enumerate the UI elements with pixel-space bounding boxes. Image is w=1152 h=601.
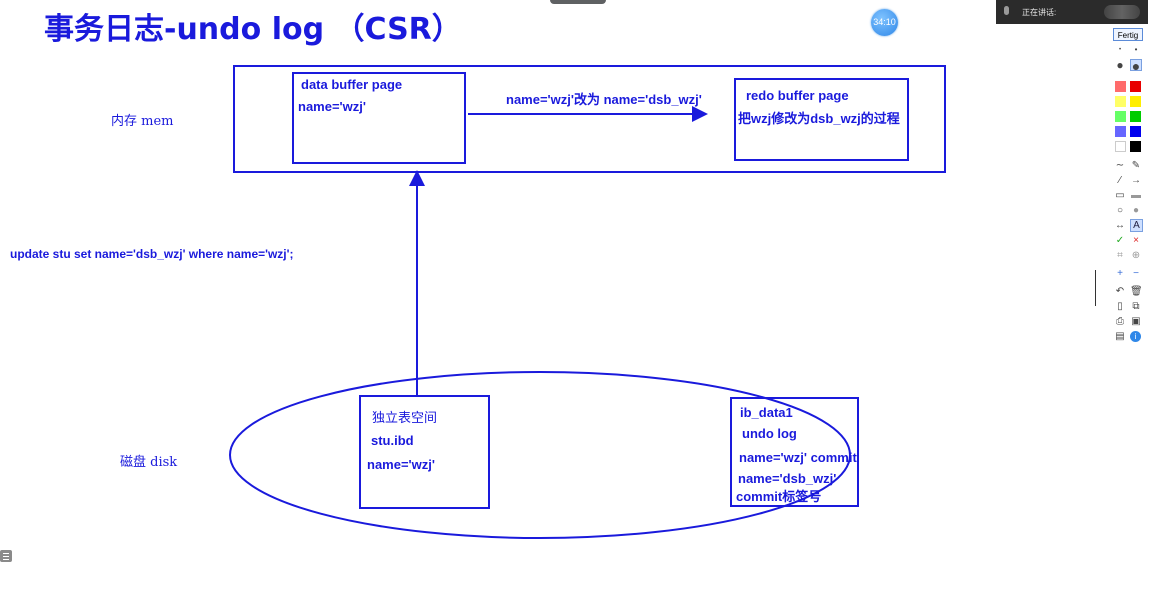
color-light-red[interactable] [1115, 81, 1126, 92]
checkmark-icon[interactable]: ✓ [1115, 235, 1125, 246]
pen-size-small-icon[interactable]: • [1118, 47, 1122, 53]
filled-ellipse-icon[interactable]: ● [1132, 205, 1140, 216]
ibdata-line2: name='dsb_wzj' [738, 471, 837, 486]
zoom-icon[interactable]: ⊕ [1131, 250, 1141, 261]
line-icon[interactable]: ⁄ [1119, 175, 1121, 186]
ibd-file-box [359, 395, 490, 509]
color-yellow[interactable] [1130, 96, 1141, 107]
ibdata-line1: name='wzj' commit [739, 450, 857, 465]
change-arrow-label: name='wzj'改为 name='dsb_wzj' [506, 92, 702, 107]
color-light-green[interactable] [1115, 111, 1126, 122]
double-arrow-icon[interactable]: ↔ [1115, 220, 1125, 231]
memory-box [233, 65, 946, 173]
data-buffer-page-box [292, 72, 466, 164]
redo-buffer-desc: 把wzj修改为dsb_wzj的过程 [738, 111, 900, 126]
minus-icon[interactable]: − [1133, 268, 1139, 279]
ibdata-box [730, 397, 859, 507]
rectangle-icon[interactable]: ▭ [1115, 190, 1125, 201]
disk-label: 磁盘 disk [120, 455, 178, 470]
trash-icon[interactable]: 🗑 [1130, 286, 1143, 297]
redo-buffer-title: redo buffer page [746, 88, 849, 103]
arrow-icon[interactable]: → [1131, 175, 1141, 186]
plus-icon[interactable]: + [1117, 268, 1123, 279]
menu-icon[interactable] [0, 550, 12, 562]
top-drawer-tab[interactable] [550, 0, 606, 4]
copy-icon[interactable]: ⧉ [1132, 301, 1140, 312]
color-light-yellow[interactable] [1115, 96, 1126, 107]
speaker-text: 正在讲话: [1022, 8, 1057, 17]
ibdata-subtitle: undo log [742, 426, 797, 441]
data-buffer-value: name='wzj' [298, 99, 366, 114]
color-light-blue[interactable] [1115, 126, 1126, 137]
slide-title: 事务日志-undo log （CSR） [44, 12, 462, 47]
color-green[interactable] [1130, 111, 1141, 122]
print-icon[interactable]: ⎙ [1116, 316, 1124, 327]
cross-icon[interactable]: × [1133, 235, 1139, 246]
highlighter-icon[interactable]: ✎ [1131, 160, 1141, 171]
mem-label: 内存 mem [111, 114, 174, 129]
crop-icon[interactable]: ⌗ [1117, 250, 1123, 261]
freehand-icon[interactable]: ∼ [1115, 160, 1125, 171]
color-white[interactable] [1115, 141, 1126, 152]
color-blue[interactable] [1130, 126, 1141, 137]
ibdata-title: ib_data1 [740, 405, 793, 420]
text-tool-icon[interactable]: A [1130, 219, 1143, 232]
ellipse-icon[interactable]: ○ [1116, 205, 1124, 216]
screen-icon[interactable]: ▤ [1115, 331, 1125, 342]
color-black[interactable] [1130, 141, 1141, 152]
speaker-bar: 正在讲话: [996, 0, 1148, 24]
annotation-toolbar: Fertig • • ● ● ∼ ✎ ⁄ → ▭ ▬ ○ ● ↔ A ✓ × ⌗… [1110, 26, 1146, 346]
redo-buffer-page-box [734, 78, 909, 161]
timer-badge: 34:10 [871, 9, 898, 36]
info-icon[interactable]: i [1130, 331, 1141, 342]
sql-statement: update stu set name='dsb_wzj' where name… [10, 247, 294, 261]
ibdata-line3: commit标签号 [736, 489, 822, 504]
filled-rectangle-icon[interactable]: ▬ [1131, 190, 1141, 201]
pen-size-large-icon[interactable]: ● [1116, 58, 1124, 72]
new-page-icon[interactable]: ▯ [1117, 301, 1123, 312]
save-icon[interactable]: ▣ [1131, 316, 1141, 327]
color-red[interactable] [1130, 81, 1141, 92]
ibd-filename: stu.ibd [371, 433, 414, 448]
ibd-title: 独立表空间 [372, 411, 438, 426]
microphone-icon [1004, 6, 1009, 15]
done-button[interactable]: Fertig [1113, 28, 1143, 41]
ibd-value: name='wzj' [367, 457, 435, 472]
undo-icon[interactable]: ↶ [1115, 286, 1125, 297]
disk-ellipse [229, 371, 851, 539]
data-buffer-title: data buffer page [301, 77, 403, 92]
pen-size-medium-icon[interactable]: • [1134, 45, 1138, 54]
toolbar-divider [1095, 270, 1096, 306]
app-logo-icon [1104, 5, 1140, 19]
pen-size-xlarge-icon[interactable]: ● [1130, 58, 1142, 74]
